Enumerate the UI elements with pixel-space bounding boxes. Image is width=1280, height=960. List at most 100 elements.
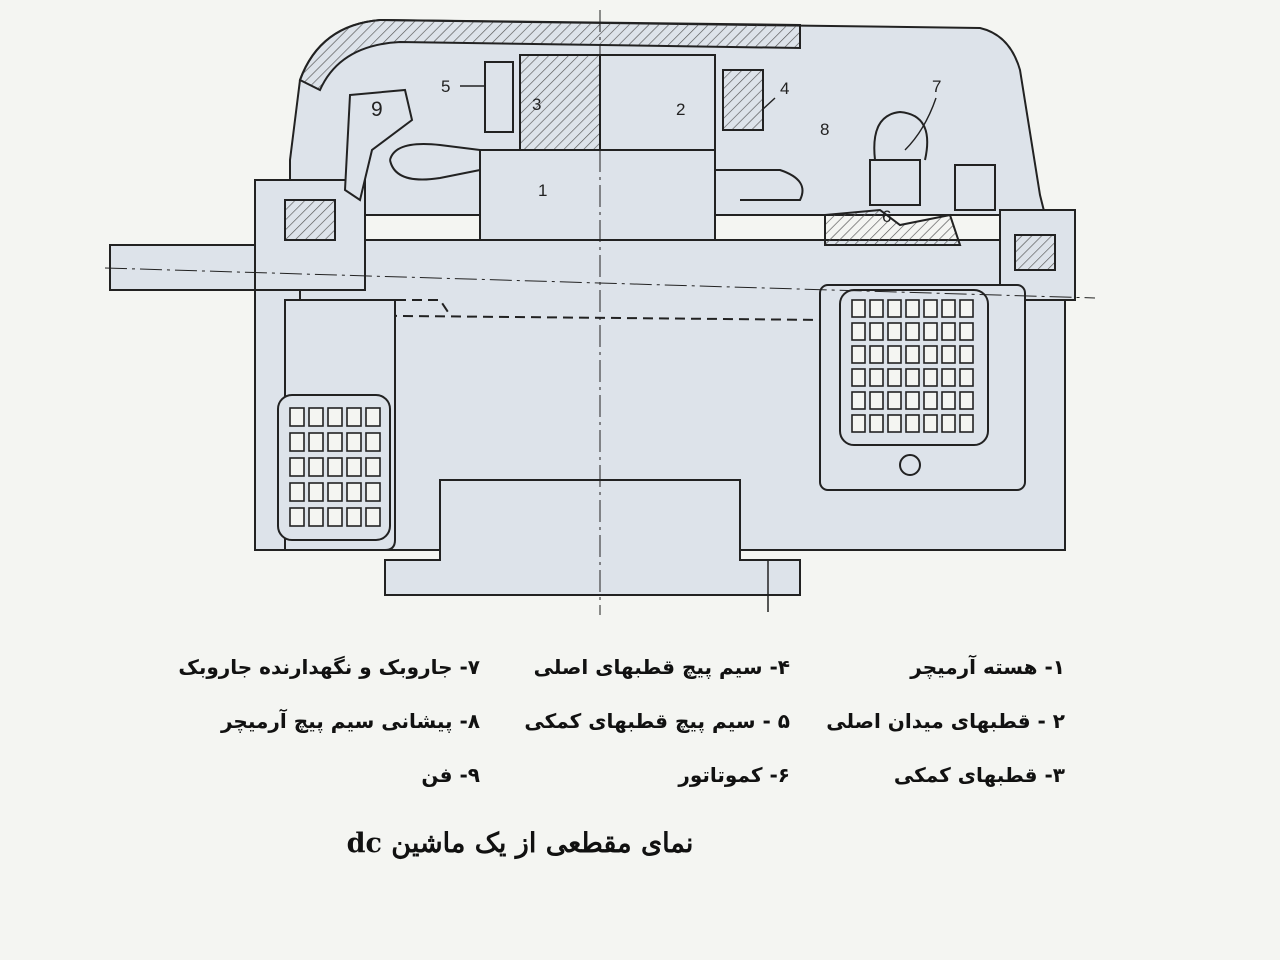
legend-item-armature-winding-end: ۸- پیشانی سیم پیچ آرمیچر [220,709,480,733]
vent-cell [905,391,920,410]
legend-column-1: ۱- هسته آرمیچر ۲ - قطبهای میدان اصلی ۳- … [745,645,1065,807]
lifting-eye [899,454,921,476]
vent-cell [308,407,324,427]
figure-caption: نمای مقطعی از یک ماشین dc [346,828,694,859]
vent-cell [308,507,324,527]
tag-aux-pole: 3 [532,95,541,114]
vent-cell [327,432,343,452]
vent-cell [851,345,866,364]
right-grille-cells [851,299,974,433]
vent-cell [887,345,902,364]
vent-cell [308,432,324,452]
legend-item-fan: ۹- فن [421,763,480,787]
left-grille-cells [289,407,381,527]
vent-cell [327,507,343,527]
vent-cell [289,407,305,427]
vent-cell [346,407,362,427]
armature-winding-end-right [715,169,804,201]
vent-cell [959,322,974,341]
aux-pole-winding [484,61,514,133]
vent-cell [308,482,324,502]
vent-cell [923,391,938,410]
legend-column-2: ۴- سیم پیچ قطبهای اصلی ۵ - سیم پیچ قطبها… [470,645,790,807]
vent-cell [869,414,884,433]
left-bearing [284,199,336,241]
vent-cell [887,368,902,387]
vent-cell [887,299,902,318]
base-pedestal [384,479,801,596]
main-pole [599,54,716,151]
legend-item-brush-holder: ۷- جاروبک و نگهدارنده جاروبک [178,655,480,679]
vent-cell [851,299,866,318]
legend-item-aux-pole-winding: ۵ - سیم پیچ قطبهای کمکی [524,709,790,733]
vent-cell [941,368,956,387]
vent-cell [365,482,381,502]
brush-holder [869,159,921,206]
vent-cell [346,482,362,502]
vent-cell [887,414,902,433]
tag-commutator: 6 [882,207,891,226]
vent-cell [941,299,956,318]
vent-cell [923,368,938,387]
shaft-centerline [104,267,1096,299]
vent-cell [941,414,956,433]
vent-cell [869,345,884,364]
shaft [109,244,261,291]
fan [343,88,414,202]
vent-cell [365,407,381,427]
vent-cell [289,432,305,452]
vent-cell [851,322,866,341]
vent-cell [923,299,938,318]
parts-legend: ۱- هسته آرمیچر ۲ - قطبهای میدان اصلی ۳- … [130,645,1065,815]
armature-winding-end [389,143,481,181]
vent-cell [851,391,866,410]
commutator [824,208,962,246]
legend-item-commutator: ۶- کموتاتور [678,763,790,787]
right-bearing [1014,234,1056,271]
vent-cell [905,414,920,433]
brush-spring [873,110,929,161]
tag-fan: 9 [371,98,383,121]
tag-aux-winding: 5 [441,77,450,96]
vent-cell [905,345,920,364]
vent-cell [869,299,884,318]
vent-cell [289,482,305,502]
vent-cell [851,414,866,433]
vent-cell [327,482,343,502]
vent-cell [851,368,866,387]
vent-cell [941,322,956,341]
vent-cell [869,368,884,387]
legend-item-armature-core: ۱- هسته آرمیچر [910,655,1065,679]
vent-cell [905,299,920,318]
armature-core [479,149,716,241]
tag-main-pole: 2 [676,100,685,119]
vent-cell [289,457,305,477]
vent-cell [308,457,324,477]
vent-cell [327,457,343,477]
vent-cell [346,457,362,477]
legend-column-3: ۷- جاروبک و نگهدارنده جاروبک ۸- پیشانی س… [130,645,480,807]
vent-cell [869,391,884,410]
vent-cell [365,507,381,527]
tag-brush: 7 [932,77,941,96]
vent-cell [959,368,974,387]
aux-pole [519,54,601,151]
vent-cell [905,322,920,341]
yoke [298,18,801,92]
tag-armature-core: 1 [538,181,547,200]
vent-cell [365,432,381,452]
vent-cell [923,345,938,364]
arrow-brush [904,97,937,151]
vent-cell [887,391,902,410]
vent-cell [905,368,920,387]
legend-item-main-pole-winding: ۴- سیم پیچ قطبهای اصلی [533,655,790,679]
vent-cell [959,345,974,364]
terminal-block [954,164,996,211]
vent-cell [923,322,938,341]
main-pole-winding [722,69,764,131]
vent-cell [869,322,884,341]
vent-cell [941,391,956,410]
arrow-main-winding [761,97,776,111]
vent-cell [289,507,305,527]
dc-machine-cross-section: 1 2 3 4 5 6 7 8 9 [104,10,1096,615]
